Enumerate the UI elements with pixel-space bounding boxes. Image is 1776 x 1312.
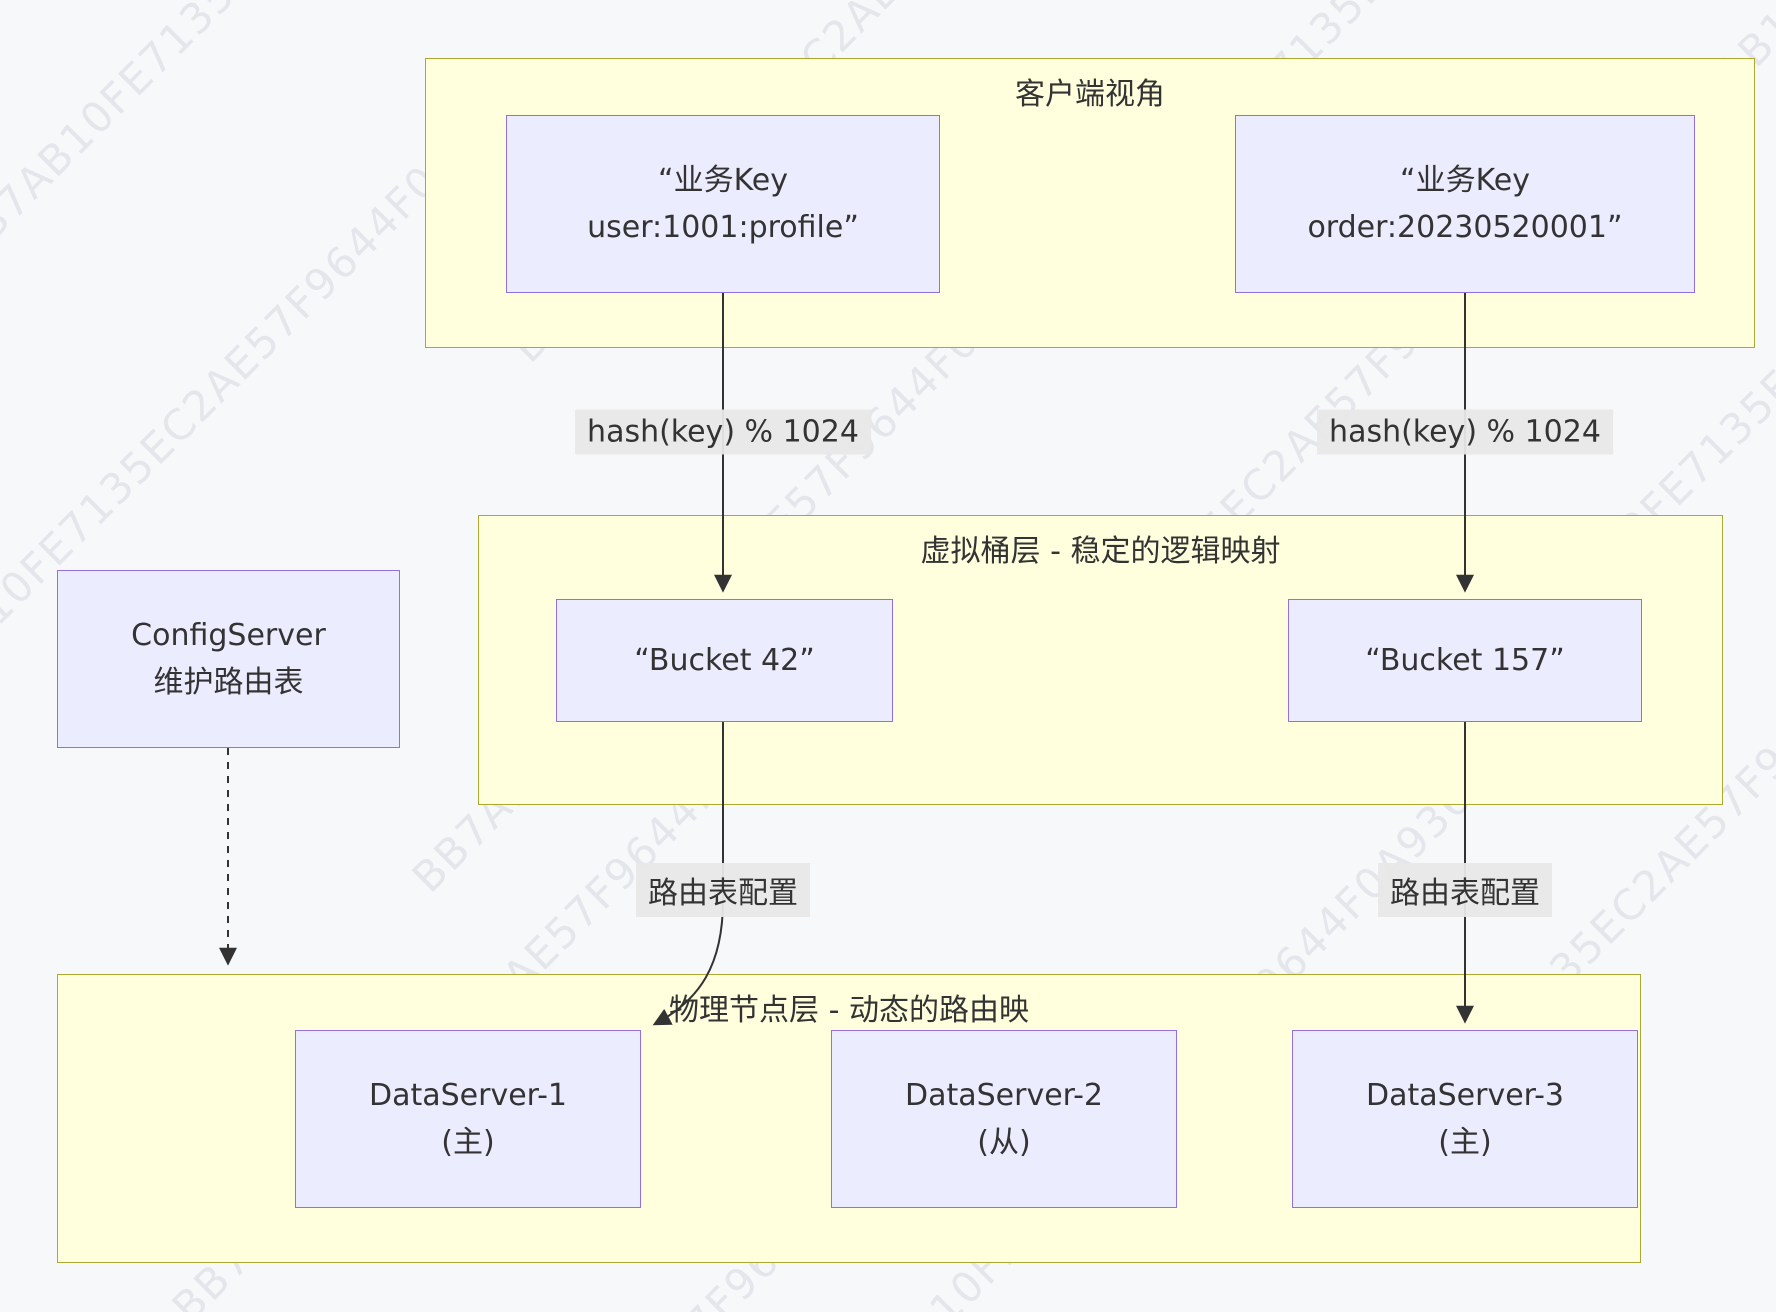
node-dataserver-1: DataServer-1 (主) <box>295 1030 641 1208</box>
edge-label-hash-right: hash(key) % 1024 <box>1317 409 1613 455</box>
node-dataserver-3-line1: DataServer-3 <box>1365 1077 1564 1113</box>
node-dataserver-2-line2: (从) <box>977 1125 1031 1160</box>
cluster-client-view-title: 客户端视角 <box>1015 77 1165 112</box>
node-business-key-order-line1: “业务Key <box>1400 162 1530 198</box>
cluster-virtual-bucket-layer-title: 虚拟桶层 - 稳定的逻辑映射 <box>920 534 1281 569</box>
node-config-server: ConfigServer 维护路由表 <box>57 570 400 748</box>
node-dataserver-3: DataServer-3 (主) <box>1292 1030 1638 1208</box>
node-business-key-order: “业务Key order:20230520001” <box>1235 115 1695 293</box>
node-bucket-42: “Bucket 42” <box>556 599 893 722</box>
node-dataserver-1-line2: (主) <box>441 1125 495 1160</box>
node-bucket-42-label: “Bucket 42” <box>634 642 815 678</box>
node-dataserver-2: DataServer-2 (从) <box>831 1030 1177 1208</box>
node-bucket-157: “Bucket 157” <box>1288 599 1642 722</box>
node-config-server-line1: ConfigServer <box>131 617 326 653</box>
node-business-key-user: “业务Key user:1001:profile” <box>506 115 940 293</box>
node-dataserver-3-line2: (主) <box>1438 1125 1492 1160</box>
edge-label-route-left: 路由表配置 <box>636 863 810 917</box>
cluster-physical-node-layer-title: 物理节点层 - 动态的路由映 <box>669 993 1029 1028</box>
node-bucket-157-label: “Bucket 157” <box>1365 642 1565 678</box>
node-business-key-order-line2: order:20230520001” <box>1307 210 1623 245</box>
node-config-server-line2: 维护路由表 <box>153 665 304 700</box>
node-dataserver-1-line1: DataServer-1 <box>368 1077 567 1113</box>
node-business-key-user-line2: user:1001:profile” <box>587 210 859 245</box>
node-dataserver-2-line1: DataServer-2 <box>904 1077 1103 1113</box>
node-business-key-user-line1: “业务Key <box>658 162 788 198</box>
edge-label-hash-left: hash(key) % 1024 <box>575 409 871 455</box>
edge-label-route-right: 路由表配置 <box>1378 863 1552 917</box>
